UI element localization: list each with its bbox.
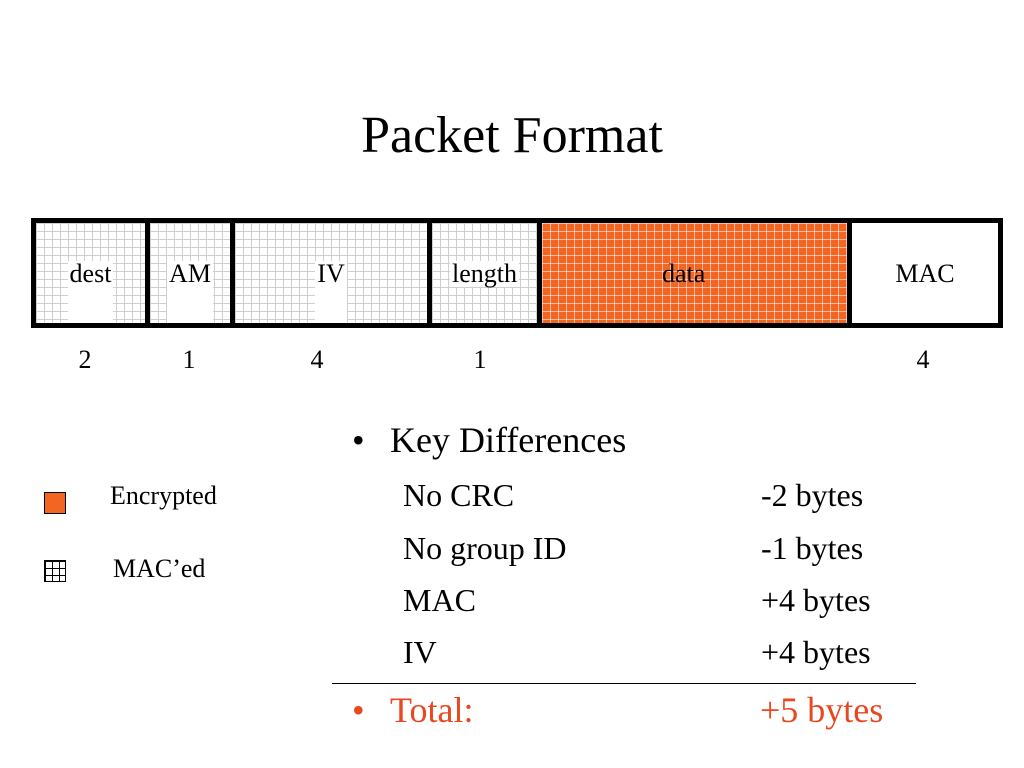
diff-row: No CRC -2 bytes [403, 475, 863, 515]
field-am: AM [150, 223, 235, 323]
diff-value: +4 bytes [761, 582, 871, 618]
slide-title: Packet Format [361, 107, 663, 164]
diff-item: IV [403, 634, 437, 670]
maced-swatch [44, 560, 66, 582]
total-value: +5 bytes [760, 690, 884, 730]
field-length-label: length [450, 259, 519, 288]
bullet-dot: • [352, 690, 365, 730]
diff-item: No group ID [403, 530, 567, 566]
field-dest: dest [36, 223, 150, 323]
legend-maced-label: MAC’ed [113, 554, 206, 583]
diff-value: -2 bytes [761, 477, 864, 513]
field-data: data [542, 223, 852, 323]
diff-row: MAC +4 bytes [403, 580, 871, 620]
size-dest: 2 [78, 345, 92, 374]
divider-line [332, 683, 916, 684]
size-iv: 4 [310, 345, 324, 374]
field-mac-label: MAC [895, 259, 955, 288]
packet-diagram: dest AM IV length data MAC [31, 218, 1003, 328]
diff-row: IV +4 bytes [403, 632, 871, 672]
diff-item: No CRC [403, 477, 515, 513]
encrypted-swatch [44, 492, 66, 514]
field-iv: IV [235, 223, 432, 323]
size-length: 1 [473, 345, 487, 374]
diff-value: -1 bytes [761, 530, 864, 566]
field-data-label: data [662, 259, 706, 288]
field-mac: MAC [852, 223, 998, 323]
field-length: length [432, 223, 542, 323]
field-am-label: AM [167, 261, 213, 323]
field-iv-label: IV [315, 261, 347, 323]
size-mac: 4 [916, 345, 930, 374]
diff-row: No group ID -1 bytes [403, 528, 863, 568]
key-differences-heading: Key Differences [390, 420, 627, 460]
legend-encrypted-label: Encrypted [110, 481, 217, 510]
total-label: Total: [390, 690, 474, 730]
diff-item: MAC [403, 582, 476, 618]
bullet-dot: • [352, 420, 365, 460]
size-am: 1 [182, 345, 196, 374]
field-dest-label: dest [67, 261, 114, 323]
diff-value: +4 bytes [761, 634, 871, 670]
